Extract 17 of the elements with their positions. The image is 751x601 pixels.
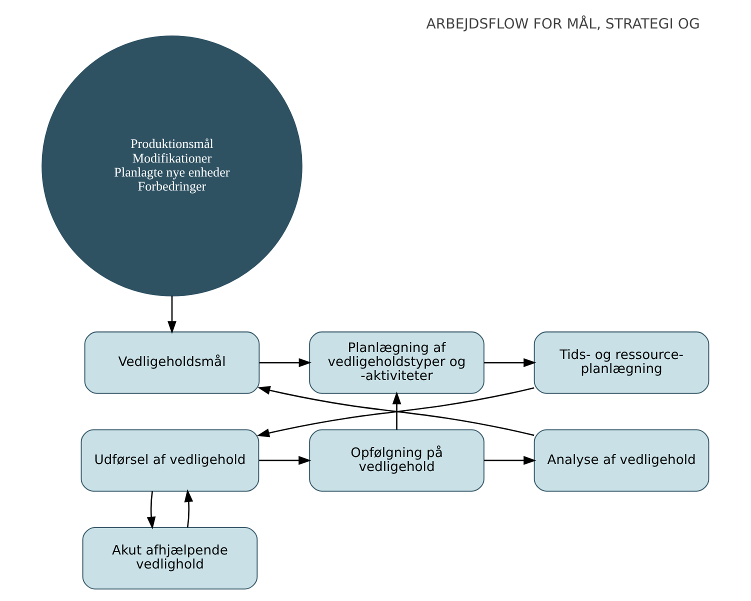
arrow [484, 456, 536, 464]
node-circle: Produktionsmål Modifikationer Planlagte nye enheder Forbedringer [42, 35, 302, 296]
node-box: Analyse af vedligehold [534, 428, 710, 492]
diagram-title: ARBEJDSFLOW FOR MÅL, STRATEGI OG [426, 16, 700, 32]
arrow [146, 490, 156, 529]
arrow [168, 295, 176, 334]
arrow [259, 358, 312, 367]
node-box: Tids- og ressource-planlægning [534, 330, 710, 394]
arrow [259, 456, 312, 464]
node-box: Planlægning af vedligeholdstyper og -aktiviteter [309, 330, 484, 394]
arrow [484, 358, 536, 367]
node-box: Udførsel af vedligehold [80, 428, 260, 492]
arrow [392, 390, 402, 430]
arrow [184, 488, 194, 528]
node-box: Opfølgning på vedligehold [309, 428, 484, 492]
node-box: Vedligeholdsmål [84, 330, 260, 394]
node-box: Akut afhjælpende vedlighold [82, 526, 258, 589]
